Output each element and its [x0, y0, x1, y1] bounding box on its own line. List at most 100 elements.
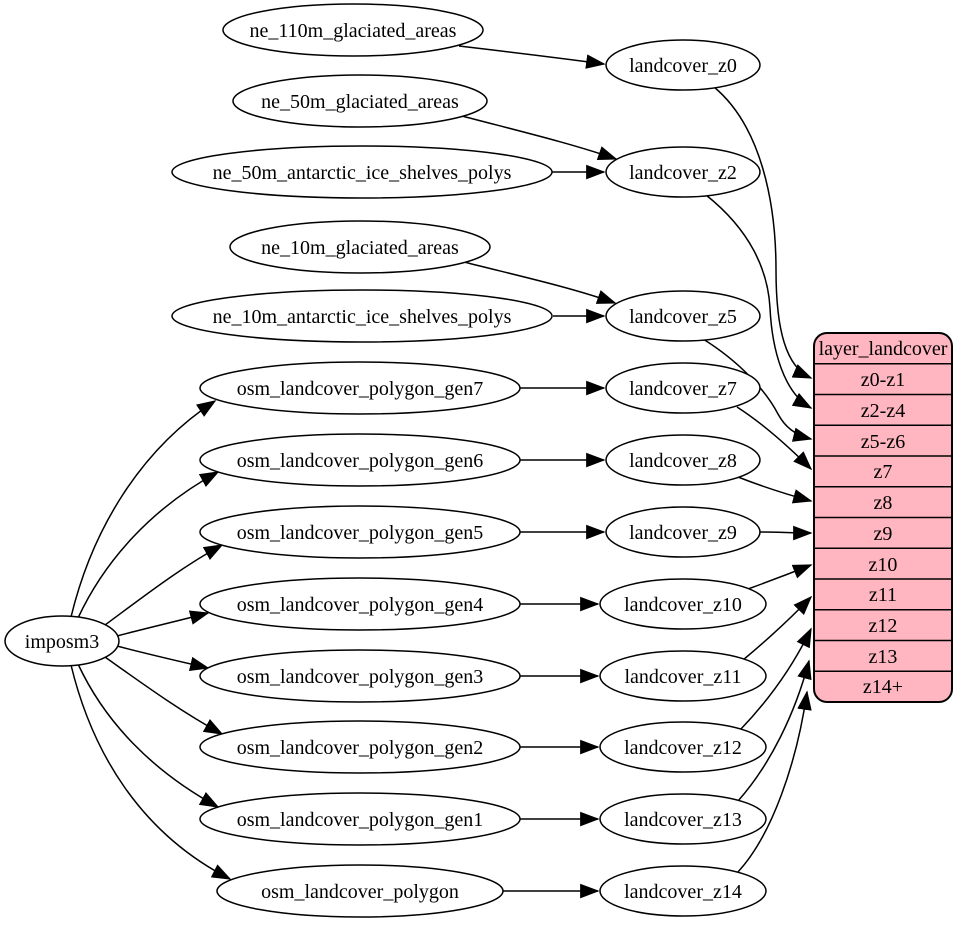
node-landcover-z2: landcover_z2: [605, 146, 761, 198]
node-label: landcover_z8: [629, 450, 737, 472]
table-row-z10: z10: [814, 547, 952, 576]
node-shape: [222, 3, 484, 57]
node-osm-landcover-polygon-gen4: osm_landcover_polygon_gen4: [199, 577, 521, 631]
node-shape: [605, 290, 761, 342]
edge-landcover-z10-to-row-z10: [747, 564, 813, 590]
node-shape: [216, 864, 504, 918]
edge-imposm3-to-osm-landcover-polygon-gen4: [116, 610, 210, 637]
table-row-z9: z9: [814, 516, 952, 545]
edge-landcover-z11-to-row-z11: [742, 595, 813, 661]
node-shape: [599, 650, 767, 702]
node-label: ne_110m_glaciated_areas: [250, 20, 457, 42]
edge-landcover-z9-to-row-z9: [759, 525, 813, 541]
node-osm-landcover-polygon-gen7: osm_landcover_polygon_gen7: [199, 361, 521, 415]
node-shape: [199, 433, 521, 487]
node-label: ne_10m_glaciated_areas: [261, 237, 459, 259]
node-label: osm_landcover_polygon: [261, 881, 459, 903]
node-label: landcover_z11: [625, 666, 742, 688]
table-title: layer_landcover: [819, 338, 948, 360]
edge-ne-50m-glaciated-areas-to-landcover-z2: [461, 115, 618, 161]
node-label: landcover_z10: [624, 594, 742, 616]
node-shape: [232, 74, 488, 128]
node-landcover-z9: landcover_z9: [605, 506, 761, 558]
node-shape: [605, 362, 761, 414]
table-row-label: z2-z4: [861, 400, 905, 422]
node-shape: [605, 434, 761, 486]
node-shape: [199, 792, 521, 846]
edge-imposm3-to-osm-landcover-polygon-gen6: [77, 471, 220, 619]
node-shape: [599, 793, 767, 845]
node-landcover-z0: landcover_z0: [605, 39, 761, 91]
node-label: ne_50m_antarctic_ice_shelves_polys: [213, 162, 512, 184]
table-row-z13: z13: [814, 639, 952, 668]
edge-ne-10m-glaciated-areas-to-landcover-z5: [463, 261, 617, 304]
table-header-row: layer_landcover: [819, 338, 948, 360]
node-label: ne_50m_glaciated_areas: [261, 91, 459, 113]
edge-landcover-z14-to-row-z14: [736, 690, 812, 874]
node-osm-landcover-polygon-gen2: osm_landcover_polygon_gen2: [199, 720, 521, 774]
edge-imposm3-to-osm-landcover-polygon-gen5: [104, 544, 224, 626]
edge-imposm3-to-osm-landcover-polygon-gen3: [116, 645, 210, 672]
table-row-z11: z11: [814, 578, 952, 606]
table-row-z12: z12: [814, 609, 952, 637]
node-imposm3: imposm3: [4, 615, 120, 667]
node-label: osm_landcover_polygon_gen7: [237, 378, 484, 400]
table-row-z14-plus: z14+: [814, 670, 952, 698]
node-shape: [599, 865, 767, 917]
node-osm-landcover-polygon-gen3: osm_landcover_polygon_gen3: [199, 649, 521, 703]
node-label: osm_landcover_polygon_gen3: [237, 666, 484, 688]
node-ne-10m-glaciated-areas: ne_10m_glaciated_areas: [229, 220, 491, 274]
table-row-label: z7: [874, 461, 893, 483]
node-label: landcover_z5: [629, 306, 737, 328]
node-ne-110m-glaciated-areas: ne_110m_glaciated_areas: [222, 3, 484, 57]
node-landcover-z11: landcover_z11: [599, 650, 767, 702]
table-row-label: z14+: [863, 676, 903, 698]
node-shape: [605, 506, 761, 558]
table-row-label: z0-z1: [861, 369, 905, 391]
edge-landcover-z5-to-row-z5-z6: [702, 338, 813, 442]
node-shape: [199, 720, 521, 774]
node-label: osm_landcover_polygon_gen1: [237, 809, 484, 831]
node-ne-50m-glaciated-areas: ne_50m_glaciated_areas: [232, 74, 488, 128]
node-ne-10m-antarctic-ice-shelves-polys: ne_10m_antarctic_ice_shelves_polys: [171, 289, 553, 343]
node-shape: [199, 577, 521, 631]
node-shape: [199, 361, 521, 415]
edge-landcover-z13-to-row-z13: [737, 659, 812, 802]
node-label: landcover_z9: [629, 522, 737, 544]
node-label: landcover_z12: [624, 737, 742, 759]
node-shape: [229, 220, 491, 274]
table-row-z0-z1: z0-z1: [814, 363, 952, 391]
edge-landcover-z7-to-row-z7: [736, 406, 813, 471]
table-row-z8: z8: [814, 486, 952, 514]
table-row-label: z10: [869, 554, 898, 576]
table-row-z7: z7: [814, 455, 952, 483]
table-row-z5-z6: z5-z6: [814, 424, 952, 453]
table-row-label: z12: [869, 615, 898, 637]
node-shape: [199, 649, 521, 703]
node-landcover-z12: landcover_z12: [599, 721, 767, 773]
node-label: osm_landcover_polygon_gen4: [237, 594, 484, 616]
node-label: osm_landcover_polygon_gen2: [237, 737, 484, 759]
node-shape: [605, 146, 761, 198]
edge-imposm3-to-osm-landcover-polygon: [70, 664, 232, 880]
node-shape: [171, 289, 553, 343]
edge-landcover-z0-to-row-z0-z1: [713, 86, 813, 379]
edge-imposm3-to-osm-landcover-polygon-gen7: [70, 400, 217, 618]
node-landcover-z13: landcover_z13: [599, 793, 767, 845]
node-landcover-z7: landcover_z7: [605, 362, 761, 414]
table-row-z2-z4: z2-z4: [814, 393, 952, 422]
edge-landcover-z12-to-row-z12: [739, 627, 812, 731]
node-shape: [605, 39, 761, 91]
edge-imposm3-to-osm-landcover-polygon-gen1: [77, 663, 220, 808]
node-imposm3-shape: [4, 615, 120, 667]
node-landcover-z10: landcover_z10: [599, 578, 767, 630]
node-label: osm_landcover_polygon_gen6: [237, 450, 484, 472]
node-landcover-z5: landcover_z5: [605, 290, 761, 342]
edge-ne-110m-glaciated-areas-to-landcover-z0: [458, 45, 606, 69]
node-label: landcover_z13: [624, 809, 742, 831]
node-osm-landcover-polygon: osm_landcover_polygon: [216, 864, 504, 918]
table-row-label: z11: [869, 584, 897, 606]
node-label: ne_10m_antarctic_ice_shelves_polys: [213, 306, 512, 328]
node-label: landcover_z14: [624, 881, 742, 903]
